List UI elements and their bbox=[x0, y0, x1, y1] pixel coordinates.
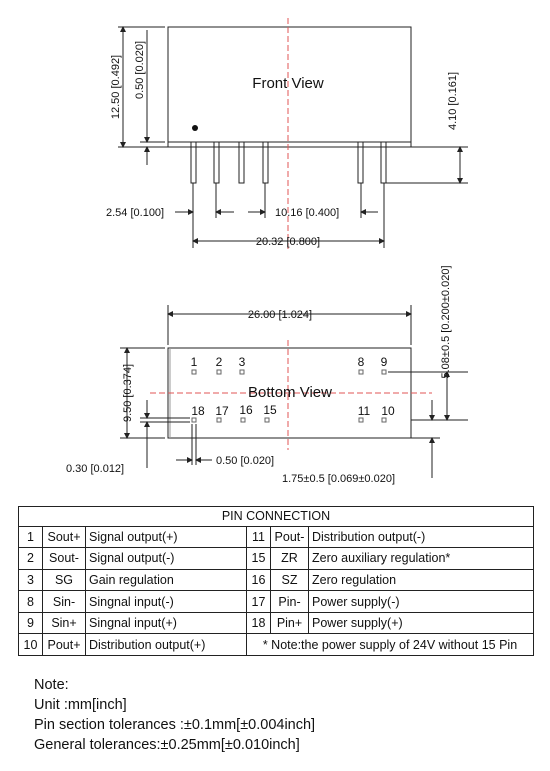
dim-width: 9.50 [0.374] bbox=[122, 364, 134, 422]
pin-number-cell: 17 bbox=[246, 590, 271, 613]
pin-name-cell: Pin+ bbox=[270, 611, 309, 635]
pin-number-cell: 8 bbox=[18, 590, 43, 613]
bottom-view-labels: Bottom View 26.00 [1.024] 9.50 [0.374] 5… bbox=[66, 266, 452, 486]
pin-description-cell: Power supply(-) bbox=[308, 590, 534, 613]
pin-description-cell: Singnal input(-) bbox=[85, 590, 247, 613]
pin-number-cell: 9 bbox=[18, 611, 43, 635]
pin-number: 16 bbox=[239, 403, 253, 417]
pin-description-cell: Singnal input(+) bbox=[85, 611, 247, 635]
pin-name-cell: SZ bbox=[270, 568, 309, 592]
table-row: 9 Sin+ Singnal input(+) 18 Pin+ Power su… bbox=[18, 611, 534, 635]
notes-pin-tolerance: Pin section tolerances :±0.1mm[±0.004inc… bbox=[34, 717, 316, 733]
pin-description-cell: Distribution output(+) bbox=[85, 633, 247, 656]
front-view bbox=[118, 18, 468, 250]
pin-description-cell: Zero auxiliary regulation* bbox=[308, 547, 534, 570]
pin-number-cell: 11 bbox=[246, 525, 271, 549]
dim-spacing: 10.16 [0.400] bbox=[275, 207, 339, 219]
pin-name-cell: SG bbox=[42, 568, 86, 592]
pin-number-cell: 16 bbox=[246, 568, 271, 592]
table-row: 10 Pout+ Distribution output(+) * Note:t… bbox=[18, 633, 534, 656]
dim-edge-offset: 1.75±0.5 [0.069±0.020] bbox=[282, 473, 395, 485]
pin-number-cell: 1 bbox=[18, 525, 43, 549]
pin-description-cell: Signal output(+) bbox=[85, 525, 247, 549]
dim-pin-thickness: 0.30 [0.012] bbox=[66, 463, 124, 475]
notes-general-tolerance: General tolerances:±0.25mm[±0.010inch] bbox=[34, 737, 300, 753]
pin-number: 17 bbox=[215, 404, 229, 418]
pin-number: 1 bbox=[191, 355, 198, 369]
table-note-cell: * Note:the power supply of 24V without 1… bbox=[246, 633, 534, 656]
front-view-label: Front View bbox=[252, 75, 324, 92]
dim-pitch: 2.54 [0.100] bbox=[106, 207, 164, 219]
mechanical-drawing: Front View 12.50 [0.492] 0.50 [0.020] 4.… bbox=[66, 18, 468, 486]
pin-number-cell: 18 bbox=[246, 611, 271, 635]
dim-pin-length: 4.10 [0.161] bbox=[447, 72, 459, 130]
pin-name-cell: Sin+ bbox=[42, 611, 86, 635]
pin-number: 18 bbox=[191, 404, 205, 418]
dim-height-total: 12.50 [0.492] bbox=[110, 55, 122, 119]
pin-description-cell: Zero regulation bbox=[308, 568, 534, 592]
dim-pin-width: 0.50 [0.020] bbox=[216, 455, 274, 467]
pin-number: 8 bbox=[358, 355, 365, 369]
pin-name-cell: Sin- bbox=[42, 590, 86, 613]
table-title-row: PIN CONNECTION bbox=[18, 506, 534, 527]
table-row: 8 Sin- Singnal input(-) 17 Pin- Power su… bbox=[18, 590, 534, 613]
pin-description-cell: Signal output(-) bbox=[85, 547, 247, 570]
pin-description-cell: Power supply(+) bbox=[308, 611, 534, 635]
pin-number-cell: 15 bbox=[246, 547, 271, 570]
table-row: 3 SG Gain regulation 16 SZ Zero regulati… bbox=[18, 568, 534, 592]
pin-number: 15 bbox=[263, 403, 277, 417]
pin-number-cell: 3 bbox=[18, 568, 43, 592]
pin-description-cell: Distribution output(-) bbox=[308, 525, 534, 549]
pin-number: 9 bbox=[381, 355, 388, 369]
dim-length: 26.00 [1.024] bbox=[248, 309, 312, 321]
notes-block: Note: Unit :mm[inch] Pin section toleran… bbox=[34, 675, 315, 755]
table-title: PIN CONNECTION bbox=[18, 506, 534, 527]
pin-number: 11 bbox=[358, 404, 371, 418]
dim-row-offset: 5.08±0.5 [0.200±0.020] bbox=[440, 266, 452, 379]
pin-connection-table: PIN CONNECTION 1 Sout+ Signal output(+) … bbox=[18, 506, 534, 656]
pin-number-cell: 2 bbox=[18, 547, 43, 570]
pin-name-cell: Pout- bbox=[270, 525, 309, 549]
front-view-body bbox=[167, 26, 412, 143]
table-row: 1 Sout+ Signal output(+) 11 Pout- Distri… bbox=[18, 525, 534, 549]
pin-name-cell: Pout+ bbox=[42, 633, 86, 656]
pin-number: 10 bbox=[381, 404, 395, 418]
pin-number: 2 bbox=[216, 355, 223, 369]
pin-name-cell: Sout+ bbox=[42, 525, 86, 549]
dim-standoff: 0.50 [0.020] bbox=[134, 41, 146, 99]
bottom-view-pin-pads bbox=[191, 369, 387, 423]
front-view-labels: Front View 12.50 [0.492] 0.50 [0.020] 4.… bbox=[106, 41, 459, 248]
pin1-marker-dot bbox=[192, 125, 198, 131]
pin-description-cell: Gain regulation bbox=[85, 568, 247, 592]
notes-heading: Note: bbox=[34, 677, 69, 693]
notes-unit: Unit :mm[inch] bbox=[34, 697, 127, 713]
pin-name-cell: Pin- bbox=[270, 590, 309, 613]
dim-span: 20.32 [0.800] bbox=[256, 236, 320, 248]
pin-number-cell: 10 bbox=[18, 633, 43, 656]
pin-name-cell: Sout- bbox=[42, 547, 86, 570]
pin-number: 3 bbox=[239, 355, 246, 369]
bottom-view-label: Bottom View bbox=[248, 384, 332, 401]
table-row: 2 Sout- Signal output(-) 15 ZR Zero auxi… bbox=[18, 547, 534, 570]
pin-name-cell: ZR bbox=[270, 547, 309, 570]
bottom-view bbox=[120, 305, 468, 478]
